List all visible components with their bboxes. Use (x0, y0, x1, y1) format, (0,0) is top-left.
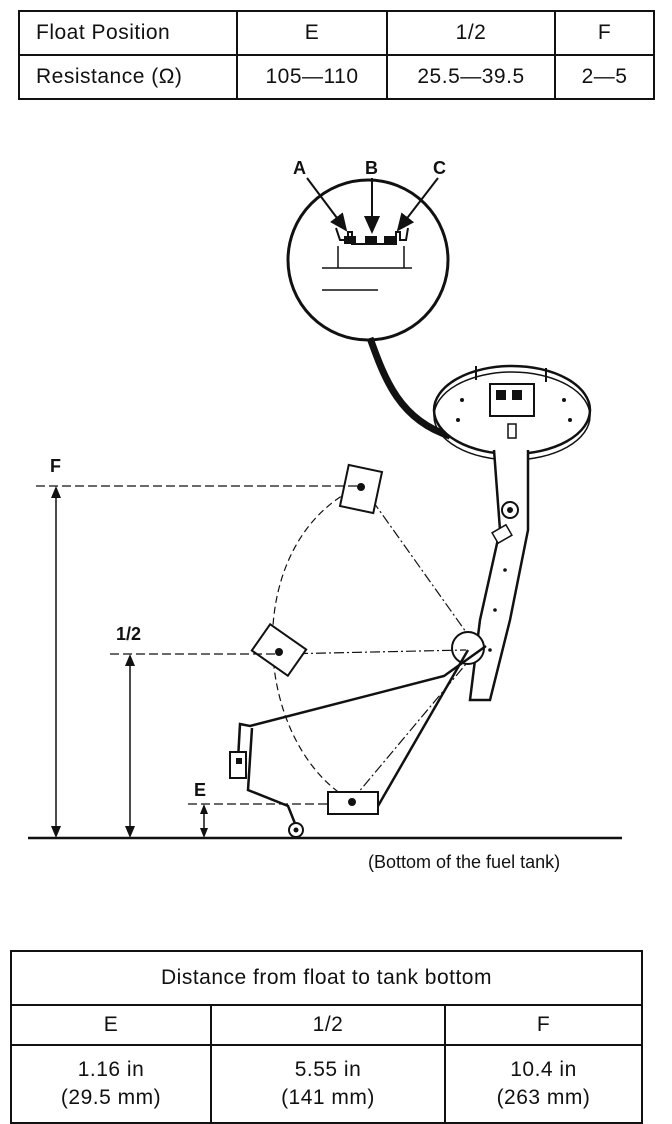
float-position-label: Float Position (18, 10, 238, 56)
resistance-f-value: 2—5 (554, 54, 655, 100)
distance-table: Distance from float to tank bottom E 1/2… (10, 950, 643, 1124)
float-half-position (250, 622, 308, 678)
float-full-position (338, 463, 384, 515)
dimension-arrowheads (51, 486, 208, 838)
connector-detail-circle (286, 178, 450, 342)
distance-value-row: 1.16 in (29.5 mm) 5.55 in (141 mm) 10.4 … (10, 1044, 643, 1124)
distance-half-inches: 5.55 in (294, 1058, 362, 1081)
distance-title-row: Distance from float to tank bottom (10, 950, 643, 1006)
callout-c-label: C (433, 158, 446, 178)
position-f-header: F (554, 10, 655, 56)
distance-half-cell: 5.55 in (141 mm) (210, 1044, 446, 1124)
resistance-row: Resistance (Ω) 105—110 25.5—39.5 2—5 (18, 54, 655, 100)
distance-position-f: F (444, 1004, 643, 1046)
float-position-row: Float Position E 1/2 F (18, 10, 655, 56)
tank-bottom-caption: (Bottom of the fuel tank) (368, 852, 560, 872)
sending-unit-flange (432, 364, 592, 461)
distance-position-row: E 1/2 F (10, 1004, 643, 1046)
level-reference-lines (36, 485, 362, 805)
resistance-half-value: 25.5—39.5 (386, 54, 556, 100)
distance-f-cell: 10.4 in (263 mm) (444, 1044, 643, 1124)
detail-leader (366, 336, 452, 440)
callout-arrows (306, 177, 439, 234)
distance-f-inches: 10.4 in (510, 1058, 577, 1081)
position-e-header: E (236, 10, 388, 56)
resistance-e-value: 105—110 (236, 54, 388, 100)
sender-fitting (229, 751, 304, 838)
gauge-bracket (451, 449, 530, 702)
distance-f-mm: (263 mm) (496, 1086, 591, 1109)
resistance-label: Resistance (Ω) (18, 54, 238, 100)
distance-position-half: 1/2 (210, 1004, 446, 1046)
callout-b-label: B (365, 158, 378, 178)
level-e-label: E (194, 780, 206, 800)
resistance-table: Float Position E 1/2 F Resistance (Ω) 10… (18, 10, 655, 100)
distance-half-mm: (141 mm) (281, 1086, 375, 1109)
fuel-gauge-diagram: A B C (28, 158, 622, 872)
distance-e-mm: (29.5 mm) (60, 1086, 162, 1109)
level-half-label: 1/2 (116, 624, 141, 644)
distance-e-inches: 1.16 in (77, 1058, 145, 1081)
float-radial-lines (279, 485, 467, 801)
distance-table-title: Distance from float to tank bottom (10, 950, 643, 1006)
float-arm (236, 644, 487, 827)
distance-e-cell: 1.16 in (29.5 mm) (10, 1044, 212, 1124)
level-f-label: F (50, 456, 61, 476)
float-empty-position (327, 791, 379, 815)
distance-position-e: E (10, 1004, 212, 1046)
callout-a-label: A (293, 158, 306, 178)
position-half-header: 1/2 (386, 10, 556, 56)
